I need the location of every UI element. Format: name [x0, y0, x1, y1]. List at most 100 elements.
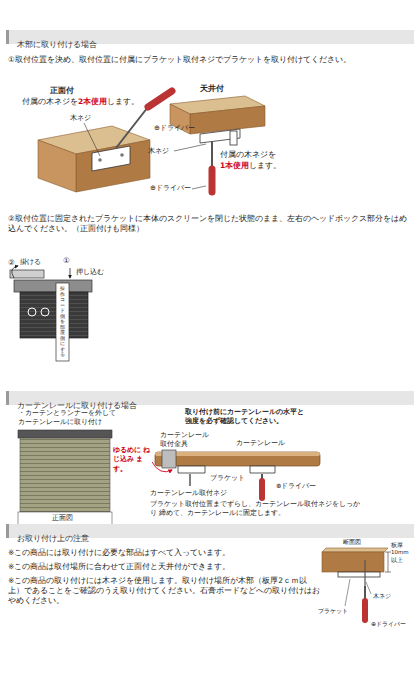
- blind-headbox: [20, 292, 88, 338]
- warning-text: 2本使用: [78, 97, 107, 107]
- wood-section: [388, 552, 389, 572]
- label-text: ブラケット: [210, 474, 245, 483]
- label-text: ※この商品の取り付けには木ネジを使用します。取り付け場所が木部（板厚2ｃｍ以上）…: [8, 576, 320, 606]
- label-text: 正面図: [52, 514, 73, 523]
- label-text: します。: [249, 161, 281, 171]
- bracket: [250, 466, 275, 473]
- blind-headbox: [14, 280, 92, 292]
- wood-block: [38, 140, 76, 192]
- label-text: カーテンレール: [236, 439, 285, 448]
- leader-line: [345, 579, 371, 606]
- bracket: [189, 474, 191, 486]
- label-text: カーテンレール 取付金具: [160, 431, 212, 449]
- wood-section: [385, 552, 391, 553]
- label-text: ・カーテンとランナーを外して カーテンレールに取り付け: [18, 409, 118, 427]
- label-text: 付属の木ネジを: [22, 97, 78, 107]
- label-text: します。: [107, 97, 139, 107]
- label-text: 掛ける: [20, 258, 41, 267]
- label-text: ブラケット: [318, 607, 348, 615]
- blind-front-view: [20, 438, 110, 512]
- screwdriver: [148, 91, 172, 107]
- label-text: 木ネジ: [148, 147, 169, 156]
- label-text: ⊕ドライバー: [154, 124, 195, 133]
- screwdriver: [365, 586, 366, 620]
- screwdriver: [209, 169, 216, 192]
- bracket: [364, 560, 365, 586]
- wood-section: [385, 572, 391, 573]
- bracket: [230, 131, 237, 145]
- label-text: ②取付位置に固定されたブラケットに本体のスクリーンを閉じた状態のまま、左右のヘッ…: [8, 214, 413, 234]
- wood-section: [322, 548, 388, 552]
- motion-arrow: [12, 266, 18, 278]
- label-text: 取り付け前にカーテンレールの水平と強度を必ず確認してください。: [185, 408, 310, 426]
- label-text: ②: [8, 258, 15, 268]
- leader-line: [174, 144, 206, 151]
- bracket: [178, 466, 205, 473]
- bracket: [338, 572, 380, 577]
- label-text: 木ネジ: [373, 592, 391, 600]
- rotation-arrow: [152, 462, 172, 472]
- header-text: お取り付け上の注意: [17, 534, 89, 544]
- label-text: ①: [63, 256, 70, 266]
- section-header: お取り付け上の注意: [6, 524, 414, 538]
- label-text: 断面図: [343, 538, 361, 546]
- rotation-arrow: [152, 462, 172, 472]
- motion-arrow: [70, 268, 71, 278]
- curtain-rail: [155, 452, 320, 456]
- warning-text: ゆるめに ねじ込み ます。: [113, 446, 151, 474]
- screwdriver: [212, 141, 213, 192]
- motion-arrow: [12, 266, 70, 278]
- bracket: [92, 146, 130, 171]
- leader-line: [174, 144, 206, 189]
- vertical-note: 操作コード側を部屋側にする: [60, 286, 65, 358]
- blind-headbox: [10, 270, 92, 361]
- screwdriver: [116, 107, 148, 148]
- label-text: ⊕ドライバー: [150, 184, 191, 193]
- screwdriver: [364, 586, 366, 600]
- wood-section: [322, 548, 391, 572]
- blind-headbox: [41, 308, 49, 316]
- label-text: 天井付: [200, 84, 224, 94]
- leader-line: [345, 579, 350, 606]
- screwdriver: [262, 474, 263, 498]
- screwdriver: [362, 601, 368, 620]
- warning-text: 1本使用: [220, 161, 249, 171]
- label-text: ⊕ドライバー: [371, 620, 406, 628]
- wood-block: [38, 126, 150, 192]
- label-text: カーテンレール取付ネジ: [150, 489, 227, 498]
- wood-section: [322, 552, 384, 572]
- label-text: ①取付位置を決め、取付位置に付属にブラケット取付ネジでブラケットを取り付けてくだ…: [8, 55, 413, 65]
- label-text: 押し込む: [76, 268, 104, 277]
- screwdriver: [259, 481, 265, 498]
- bracket: [98, 158, 102, 162]
- bracket: [92, 146, 130, 171]
- label-text: ※この商品は取付場所に合わせて正面付と天井付ができます。: [8, 562, 320, 572]
- bracket: [338, 560, 380, 586]
- blind-front-view: [18, 430, 112, 526]
- label-text: 正面付: [50, 86, 74, 96]
- blind-headbox: [56, 283, 69, 361]
- label-text: 板厚 10mm 以上: [391, 542, 415, 564]
- label-text: ブラケット取付位置までずらし、カーテンレール取付ネジをしっかり 締めて、カーテン…: [150, 500, 365, 518]
- section-header: カーテンレールに取り付ける場合: [6, 391, 414, 405]
- screwdriver: [211, 141, 213, 168]
- label-text: ⊕ドライバー: [276, 482, 316, 491]
- bracket: [120, 153, 124, 157]
- curtain-rail: [155, 452, 320, 466]
- blind-front-view: [18, 430, 112, 438]
- curtain-rail: [155, 450, 320, 468]
- wood-block: [76, 140, 150, 192]
- blind-headbox: [10, 270, 44, 278]
- section-header: 木部に取り付ける場合: [6, 30, 414, 44]
- label-text: 付属の木ネジを: [220, 150, 276, 160]
- leader-line: [366, 582, 371, 594]
- wood-block: [190, 106, 265, 134]
- header-text: 木部に取り付ける場合: [17, 40, 97, 50]
- curtain-rail: [162, 450, 176, 468]
- leader-line: [84, 123, 100, 156]
- leader-line: [192, 186, 206, 189]
- leader-line: [84, 123, 100, 156]
- bracket: [200, 129, 240, 145]
- blind-headbox: [28, 308, 36, 316]
- label-text: 木ネジ: [70, 114, 91, 123]
